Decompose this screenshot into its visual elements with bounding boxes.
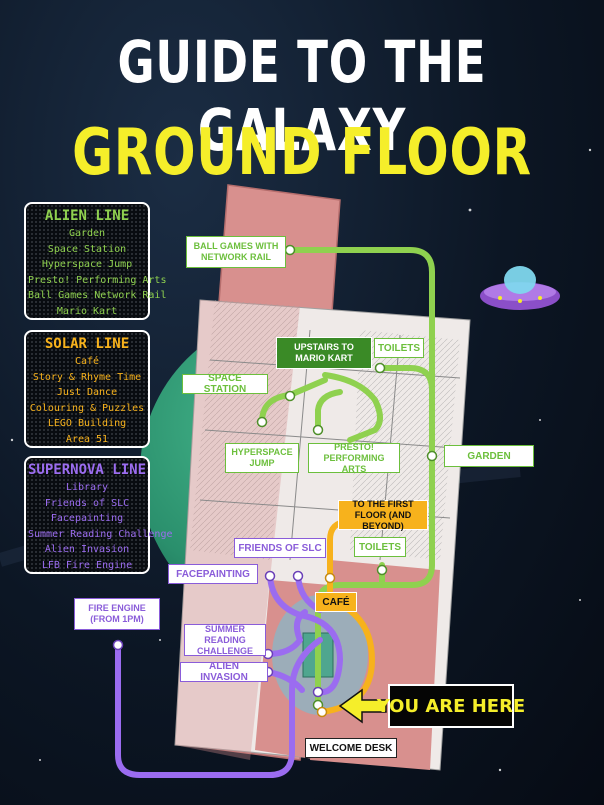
legend-item: Space Station [47,243,127,255]
legend-item: Mario Kart [56,305,118,317]
legend-item: Presto! Performing Arts [28,274,167,286]
label-presto: PRESTO! PERFORMING ARTS [308,442,400,474]
page-subtitle: GROUND FLOOR [72,116,532,190]
arrow-left-icon [338,688,387,724]
stars [10,148,592,772]
legend-item: LFB Fire Engine [41,559,133,571]
label-garden: GARDEN [444,445,534,467]
legend-supernova-title: SUPERNOVA LINE [28,462,147,478]
label-space-station: SPACE STATION [182,373,268,395]
label-first-floor: TO THE FIRST FLOOR (AND BEYOND) [338,499,428,531]
legend-item: Just Dance [56,387,118,398]
label-fire-engine: FIRE ENGINE (FROM 1PM) [74,598,160,630]
legend-item: Facepainting [50,513,124,524]
legend-item: Area 51 [65,433,109,445]
legend-item: Alien Invasion [44,544,130,555]
label-cafe: CAFÉ [315,592,357,612]
legend-item: Garden [68,228,106,239]
label-toilets-lower: TOILETS [354,537,406,557]
you-are-here-marker: YOU ARE HERE [377,684,525,728]
legend-alien-title: ALIEN LINE [44,208,130,224]
label-friends-slc: FRIENDS OF SLC [234,538,326,558]
legend-supernova-line: SUPERNOVA LINE Library Friends of SLC Fa… [24,456,173,574]
legend-item: Friends of SLC [44,497,130,509]
label-facepainting: FACEPAINTING [168,564,258,584]
legend-item: LEGO Building [47,418,127,429]
legend-item: Library [65,482,109,493]
legend-item: Colouring & Puzzles [29,402,145,414]
label-ball-games: BALL GAMES WITH NETWORK RAIL [186,236,286,268]
label-summer-reading: SUMMER READING CHALLENGE [184,624,266,656]
ufo-icon [480,266,560,310]
legend-solar-line: SOLAR LINE Café Story & Rhyme Time Just … [24,330,150,448]
legend-item: Story & Rhyme Time [32,371,142,383]
label-welcome-desk: WELCOME DESK [305,738,397,758]
legend-item: Summer Reading Challenge [28,528,173,540]
label-toilets-upper: TOILETS [374,338,424,358]
label-hyperspace-jump: HYPERSPACE JUMP [225,443,299,473]
page-title: GUIDE TO THE GALAXY [117,28,487,164]
label-alien-invasion: ALIEN INVASION [180,661,268,683]
legend-solar-title: SOLAR LINE [44,336,130,352]
legend-alien-line: ALIEN LINE Garden Space Station Hyperspa… [24,202,167,320]
legend-item: Ball Games Network Rail [28,290,167,301]
label-upstairs-mario-kart: UPSTAIRS TO MARIO KART [276,337,372,369]
legend-item: Hyperspace Jump [41,259,133,270]
legend-item: Café [74,356,100,367]
